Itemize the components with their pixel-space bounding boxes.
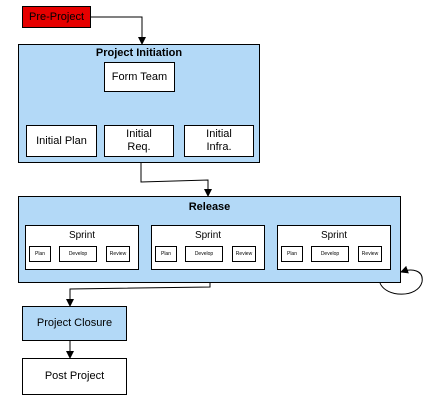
project-closure-label: Project Closure bbox=[36, 317, 113, 329]
initial-req-node: Initial Req. bbox=[104, 125, 174, 157]
initial-plan-label: Initial Plan bbox=[36, 134, 87, 147]
sprint-1-plan: Plan bbox=[29, 246, 51, 262]
form-team-node: Form Team bbox=[104, 62, 175, 92]
post-project-node: Post Project bbox=[22, 358, 127, 395]
initial-req-label: Initial Req. bbox=[126, 128, 152, 153]
sprint-1-develop-label: Develop bbox=[68, 251, 88, 257]
form-team-label: Form Team bbox=[111, 70, 168, 83]
sprint-2-label: Sprint bbox=[194, 230, 222, 241]
pre-project-label: Pre-Project bbox=[28, 10, 85, 23]
edge-preproject-initiation bbox=[91, 16, 146, 45]
sprint-3-review: Review bbox=[358, 246, 382, 262]
post-project-label: Post Project bbox=[44, 370, 105, 382]
sprint-2-review: Review bbox=[232, 246, 256, 262]
sprint-2-plan: Plan bbox=[155, 246, 177, 262]
edge-release-closure bbox=[66, 283, 211, 307]
sprint-1-label: Sprint bbox=[68, 230, 96, 241]
sprint-2-review-label: Review bbox=[235, 251, 253, 257]
release-title: Release bbox=[188, 201, 231, 213]
sprint-3-plan: Plan bbox=[281, 246, 303, 262]
edge-initiation-release bbox=[140, 163, 212, 197]
sprint-2-develop-label: Develop bbox=[194, 251, 214, 257]
sprint-3-label: Sprint bbox=[320, 230, 348, 241]
project-initiation-title: Project Initiation bbox=[95, 47, 183, 59]
initial-plan-node: Initial Plan bbox=[26, 125, 97, 157]
sprint-1-develop: Develop bbox=[59, 246, 97, 262]
project-closure-node: Project Closure bbox=[22, 306, 127, 341]
pre-project-node: Pre-Project bbox=[22, 6, 91, 28]
sprint-1-review: Review bbox=[106, 246, 130, 262]
initial-infra-label: Initial Infra. bbox=[206, 128, 232, 153]
sprint-3-plan-label: Plan bbox=[286, 251, 297, 257]
sprint-1-review-label: Review bbox=[109, 251, 127, 257]
sprint-3-develop-label: Develop bbox=[320, 251, 340, 257]
sprint-2-plan-label: Plan bbox=[160, 251, 171, 257]
sprint-2-develop: Develop bbox=[185, 246, 223, 262]
sprint-3-develop: Develop bbox=[311, 246, 349, 262]
sprint-1-plan-label: Plan bbox=[34, 251, 45, 257]
sprint-3-review-label: Review bbox=[361, 251, 379, 257]
initial-infra-node: Initial Infra. bbox=[184, 125, 254, 157]
